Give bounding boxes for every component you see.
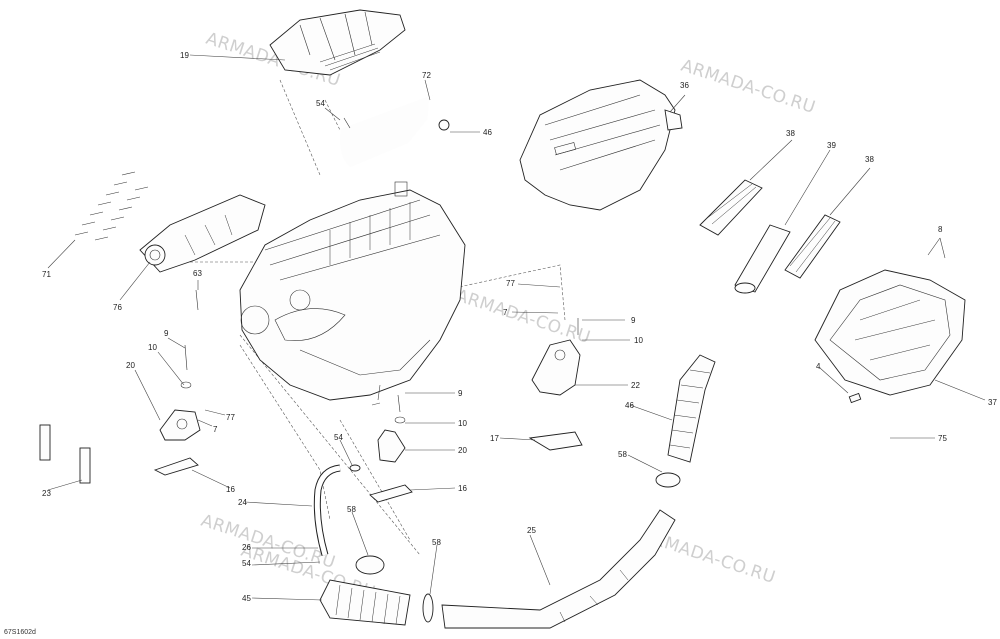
callout-label: 16 — [226, 485, 235, 494]
callout-label: 71 — [42, 270, 51, 279]
callout-label: 7 — [213, 425, 218, 434]
engine-block-part — [239, 181, 466, 401]
callout-label: 75 — [938, 434, 947, 443]
tailpipe-part — [441, 509, 676, 629]
clamp-part — [355, 555, 385, 575]
callout-label: 16 — [458, 484, 467, 493]
callout-label: 46 — [483, 128, 492, 137]
callout-label: 9 — [164, 329, 169, 338]
engine-mount-left-part — [159, 344, 201, 441]
breather-hose-part — [335, 94, 450, 173]
callout-label: 63 — [193, 269, 202, 278]
callout-label: 10 — [458, 419, 467, 428]
exhaust-manifold-part — [139, 194, 266, 273]
callout-label: 46 — [625, 401, 634, 410]
callout-label: 9 — [631, 316, 636, 325]
callout-label: 58 — [618, 450, 627, 459]
callout-label: 4 — [816, 362, 821, 371]
callout-label: 58 — [347, 505, 356, 514]
brackets-part — [39, 424, 583, 503]
air-box-part — [519, 79, 683, 211]
water-hose-part — [313, 464, 361, 556]
manifold-bolts-part — [74, 171, 149, 241]
callout-label: 77 — [226, 413, 235, 422]
clamp-right-part — [655, 472, 681, 488]
callout-label: 22 — [631, 381, 640, 390]
callout-label: 7 — [503, 308, 508, 317]
engine-mount-center-part — [377, 394, 406, 463]
exhaust-corrugated-pipe-part — [319, 579, 411, 626]
exhaust-corrugated-pipe-right-part — [667, 354, 716, 463]
callout-label: 23 — [42, 489, 51, 498]
callout-labels: 19 72 54 46 36 38 39 38 8 71 76 63 77 7 … — [42, 51, 997, 603]
callout-label: 77 — [506, 279, 515, 288]
callout-label: 25 — [527, 526, 536, 535]
watermark: ARMADA-CO.RU — [453, 286, 592, 348]
callout-label: 54 — [316, 99, 325, 108]
callout-label: 26 — [242, 543, 251, 552]
callout-label: 17 — [490, 434, 499, 443]
callout-label: 38 — [865, 155, 874, 164]
callout-label: 38 — [786, 129, 795, 138]
callout-label: 20 — [458, 446, 467, 455]
drawing-code: 67S1602d — [4, 629, 36, 636]
callout-label: 10 — [148, 343, 157, 352]
callout-label: 37 — [988, 398, 997, 407]
callout-label: 9 — [458, 389, 463, 398]
callout-label: 58 — [432, 538, 441, 547]
callout-label: 24 — [238, 498, 247, 507]
support-bracket-part — [531, 318, 581, 396]
callout-label: 54 — [334, 433, 343, 442]
leader-lines — [47, 54, 986, 601]
sensor-part — [195, 289, 199, 311]
callout-label: 19 — [180, 51, 189, 60]
intake-cover-part — [269, 9, 406, 76]
clamp-middle-part — [422, 593, 434, 623]
callout-label: 45 — [242, 594, 251, 603]
intake-hoses-part — [699, 179, 841, 294]
callout-label: 36 — [680, 81, 689, 90]
oil-pan-part — [814, 269, 966, 404]
watermark: ARMADA-CO.RU — [678, 56, 817, 118]
callout-label: 10 — [634, 336, 643, 345]
callout-label: 39 — [827, 141, 836, 150]
callout-label: 76 — [113, 303, 122, 312]
callout-label: 8 — [938, 225, 943, 234]
callout-label: 54 — [242, 559, 251, 568]
callout-label: 20 — [126, 361, 135, 370]
callout-label: 72 — [422, 71, 431, 80]
